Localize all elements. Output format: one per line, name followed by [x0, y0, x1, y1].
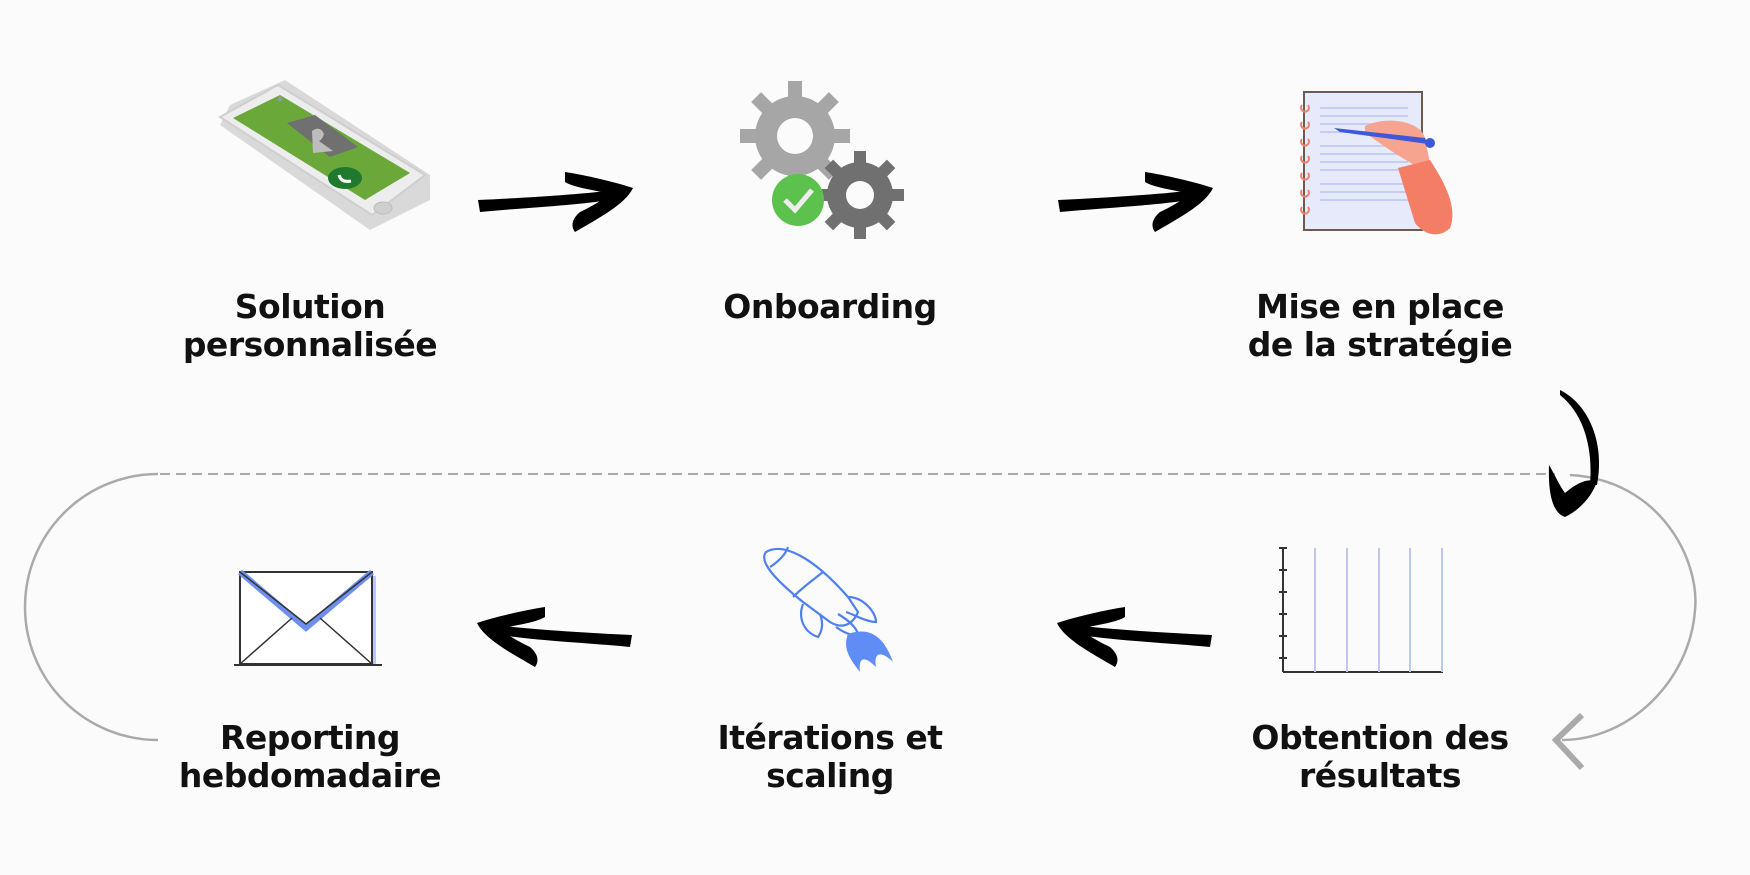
- step-label-4: Obtention des résultats: [1251, 718, 1509, 795]
- loop-left-arc: [23, 472, 159, 742]
- step-label-5: Itérations et scaling: [717, 718, 943, 795]
- step-label-1: Solution personnalisée: [182, 287, 438, 364]
- arrow-right-icon: [1058, 172, 1213, 232]
- phone-call-icon: [218, 80, 430, 230]
- arrow-left-icon: [477, 607, 632, 667]
- arrow-left-icon: [1057, 607, 1212, 667]
- gears-check-icon: [740, 81, 904, 239]
- arrow-right-icon: [478, 172, 633, 232]
- envelope-icon: [234, 569, 382, 666]
- arrow-curved-down-icon: [1548, 390, 1600, 517]
- check-icon: [772, 174, 824, 226]
- loop-right-arc: [1561, 473, 1697, 742]
- empty-chart-icon: [1279, 547, 1443, 673]
- loop-chevron-icon: [1551, 712, 1585, 771]
- rocket-icon: [763, 546, 893, 672]
- step-label-3: Mise en place de la stratégie: [1247, 287, 1513, 364]
- step-label-2: Onboarding: [723, 287, 937, 326]
- notebook-writing-icon: [1300, 91, 1453, 235]
- step-label-6: Reporting hebdomadaire: [178, 718, 442, 795]
